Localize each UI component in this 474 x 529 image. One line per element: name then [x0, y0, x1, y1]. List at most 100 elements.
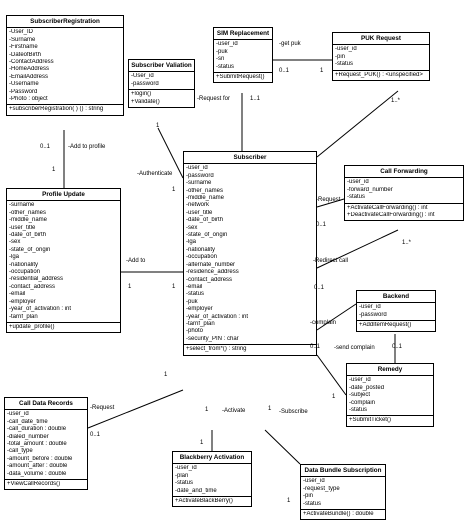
operation-section: +Request_PUK() : <unspecified>: [333, 69, 429, 80]
multiplicity: 1: [205, 407, 209, 413]
multiplicity: 0..1: [316, 222, 327, 228]
attribute: -status: [335, 61, 354, 68]
class-data-bundle-subscription: Data Bundle Subscription -user_id -reque…: [300, 464, 386, 521]
attribute: -year_of_activation : int: [9, 306, 72, 313]
attribute: -forward_number: [347, 186, 393, 193]
operation-section: +ActivateBlackBerry(): [173, 496, 251, 506]
attribute: -employer: [9, 298, 36, 305]
attribute: -occupation: [9, 269, 41, 276]
multiplicity: 1: [320, 68, 324, 74]
attribute: -date_of_birth: [9, 232, 47, 239]
attribute: -complain: [349, 399, 376, 406]
label-add-to: -Add to: [126, 258, 146, 264]
line-databundle-subscriber: [264, 429, 301, 465]
operation-section: +AddItemRequest(): [357, 320, 435, 330]
multiplicity: 1..1: [250, 96, 261, 102]
class-title: Blackberry Activation: [173, 452, 251, 465]
attribute: -Password: [9, 88, 38, 95]
label-request-for: -Request for: [197, 96, 231, 102]
attribute: -User_ID: [9, 29, 34, 36]
attribute-section: -user_id -puk -sn -status: [214, 40, 272, 72]
attribute: -total_amount : double: [7, 441, 67, 448]
attribute: -plan: [175, 472, 189, 479]
attribute: -tarrif_plan: [186, 320, 215, 327]
class-title: PUK Request: [333, 33, 429, 46]
class-remedy: Remedy -user_id -date_posted -subject -c…: [346, 363, 434, 427]
attribute: -pin: [335, 53, 346, 60]
attribute: -Firstname: [9, 44, 38, 51]
class-title: SubscriberRegistration: [7, 16, 123, 29]
attribute: -occupation: [186, 254, 218, 261]
class-title: Subscriber: [184, 152, 316, 165]
attribute: -email: [186, 283, 203, 290]
operation: +DeactivateCallForwarding() : int: [347, 212, 435, 219]
attribute: -nationality: [9, 261, 39, 268]
attribute: -user_id: [347, 179, 369, 186]
multiplicity: 1: [172, 187, 176, 193]
operation: +Request_PUK() : <unspecified>: [335, 71, 423, 78]
attribute: -amount_after : double: [7, 463, 68, 470]
attribute: -date_of_birth: [186, 217, 224, 224]
attribute-section: -surname -other_names -middle_name -user…: [7, 201, 120, 322]
attribute: -date_and_time: [175, 487, 217, 494]
multiplicity: 1: [268, 406, 272, 412]
multiplicity: 0..1: [90, 432, 101, 438]
class-subscriber: Subscriber -user_id -password -surname -…: [183, 151, 317, 356]
attribute: -puk: [186, 298, 198, 305]
attribute: -middle_name: [9, 217, 48, 224]
attribute-section: -User_id -password: [129, 72, 194, 89]
line-cf-subscriber: [316, 229, 399, 269]
class-profile-update: Profile Update -surname -other_names -mi…: [6, 188, 121, 334]
attribute: -user_title: [9, 224, 36, 231]
attribute: -email: [9, 291, 26, 298]
attribute-section: -user_id -forward_number -status: [345, 178, 463, 202]
attribute: -puk: [216, 48, 228, 55]
line-backend-subscriber: [316, 303, 357, 331]
attribute: -pin: [303, 493, 314, 500]
class-title: Backend: [357, 291, 435, 304]
attribute-section: -user_id -plan -status -date_and_time: [173, 464, 251, 496]
attribute-section: -User_ID -Surname -Firstname -DateofBirt…: [7, 28, 123, 104]
attribute: -lga: [186, 239, 197, 246]
attribute: -user_id: [175, 465, 197, 472]
attribute: -employer: [186, 306, 213, 313]
attribute: -Surname: [9, 36, 36, 43]
label-request-cdr: -Request: [90, 405, 115, 411]
attribute: -user_id: [186, 165, 208, 172]
attribute: -contact_address: [9, 283, 56, 290]
class-title: Subscriber Valiation: [129, 60, 194, 73]
class-sim-replacement: SIM Replacement -user_id -puk -sn -statu…: [213, 27, 273, 84]
attribute: -surname: [9, 202, 35, 209]
attribute: -status: [303, 500, 322, 507]
line-cdr-subscriber: [87, 389, 184, 429]
attribute: -request_type: [303, 485, 340, 492]
multiplicity: 1: [172, 284, 176, 290]
attribute: -middle_name: [186, 195, 225, 202]
attribute: -security_PIN : char: [186, 335, 239, 342]
multiplicity: 1: [332, 394, 336, 400]
multiplicity: 1: [287, 498, 291, 504]
multiplicity: 1: [156, 123, 160, 129]
multiplicity: 0..1: [279, 68, 290, 74]
attribute: -user_id: [7, 411, 29, 418]
attribute: -sn: [216, 56, 225, 63]
label-activate: -Activate: [222, 408, 246, 414]
operation: +AddItemRequest(): [359, 322, 412, 329]
attribute: -residence_address: [186, 269, 239, 276]
attribute: -tarrif_plan: [9, 313, 38, 320]
attribute: -user_id: [335, 46, 357, 53]
attribute: -user_id: [359, 304, 381, 311]
operation-section: +ViewCallRecords(): [5, 479, 87, 489]
label-request-cf: -Request: [316, 197, 341, 203]
attribute: -dialed_number: [7, 433, 49, 440]
attribute: -status: [216, 63, 235, 70]
line-validation-subscriber: [157, 127, 184, 179]
label-get-puk: -get puk: [279, 41, 301, 47]
attribute: -user_id: [303, 478, 325, 485]
operation: +SubmitRequest(): [216, 74, 265, 81]
attribute: -nationality: [186, 246, 216, 253]
attribute: -password: [186, 172, 214, 179]
attribute-section: -user_id -date_posted -subject -complain…: [347, 376, 433, 415]
attribute: -user_title: [186, 209, 213, 216]
operation: +ViewCallRecords(): [7, 481, 61, 488]
